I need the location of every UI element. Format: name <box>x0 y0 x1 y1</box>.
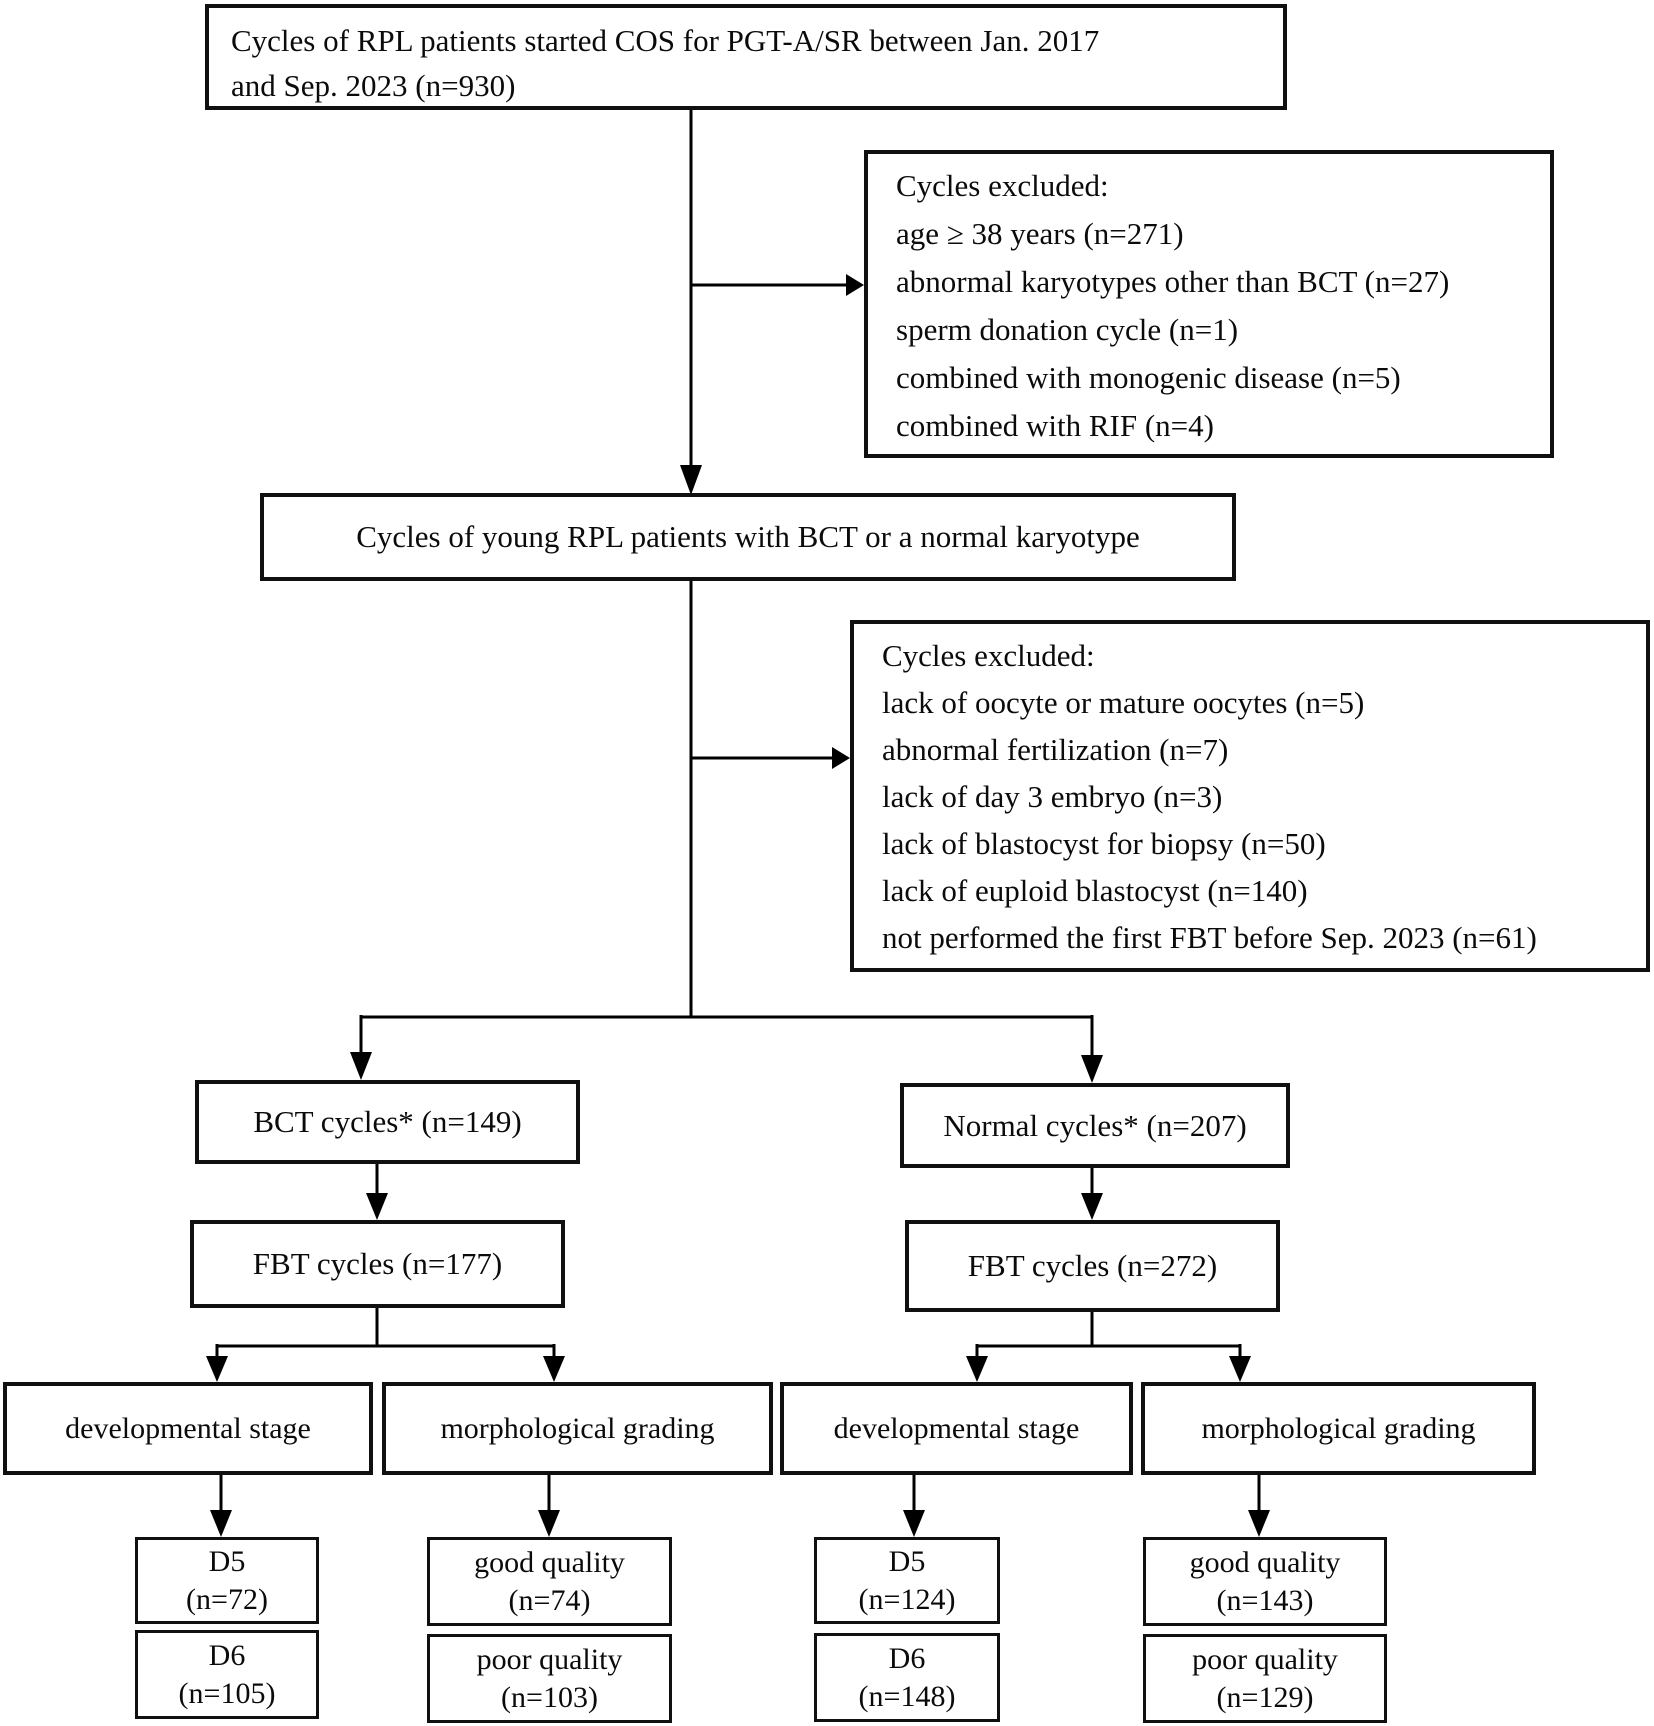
poor-quality-bct-box: poor quality (n=103) <box>427 1634 672 1723</box>
developmental-stage-bct-box: developmental stage <box>3 1382 373 1475</box>
excluded-item: lack of blastocyst for biopsy (n=50) <box>882 826 1326 861</box>
arrowhead-icon <box>206 1356 228 1382</box>
connector-lines <box>215 110 1261 1512</box>
d6-normal-box: D6 (n=148) <box>814 1633 1000 1722</box>
start-box-line1: Cycles of RPL patients started COS for P… <box>231 23 1100 58</box>
developmental-stage-normal-label: developmental stage <box>833 1411 1080 1445</box>
arrowhead-icon <box>366 1193 388 1220</box>
arrowhead-icon <box>1248 1510 1270 1537</box>
developmental-stage-normal-box: developmental stage <box>780 1382 1133 1475</box>
excluded-item: abnormal fertilization (n=7) <box>882 732 1229 767</box>
morphological-grading-bct-label: morphological grading <box>440 1411 715 1445</box>
start-box: Cycles of RPL patients started COS for P… <box>205 4 1287 110</box>
arrowhead-icon <box>832 747 850 769</box>
bct-cycles-label: BCT cycles* (n=149) <box>253 1104 522 1139</box>
d6-bct-box: D6 (n=105) <box>135 1630 319 1719</box>
good-quality-bct-box: good quality (n=74) <box>427 1537 672 1626</box>
arrowhead-icon <box>210 1510 232 1537</box>
arrowhead-icon <box>966 1356 988 1382</box>
morphological-grading-normal-box: morphological grading <box>1141 1382 1536 1475</box>
good-quality-normal-box: good quality (n=143) <box>1143 1537 1387 1626</box>
start-box-line2: and Sep. 2023 (n=930) <box>231 68 516 103</box>
developmental-stage-bct-label: developmental stage <box>65 1411 311 1445</box>
d5-bct-count: (n=72) <box>186 1582 268 1616</box>
excluded-item: lack of oocyte or mature oocytes (n=5) <box>882 685 1365 720</box>
excluded-title: Cycles excluded: <box>882 638 1095 673</box>
arrowhead-icon <box>538 1510 560 1537</box>
excluded-item: not performed the first FBT before Sep. … <box>882 920 1537 955</box>
morphological-grading-normal-label: morphological grading <box>1201 1411 1476 1445</box>
excluded-item: lack of day 3 embryo (n=3) <box>882 779 1223 814</box>
d6-bct-label: D6 <box>208 1638 246 1672</box>
poor-quality-bct-label: poor quality <box>476 1642 623 1676</box>
poor-quality-normal-box: poor quality (n=129) <box>1143 1634 1387 1723</box>
poor-quality-normal-count: (n=129) <box>1216 1680 1314 1714</box>
good-quality-normal-label: good quality <box>1189 1545 1341 1579</box>
excluded-item: age ≥ 38 years (n=271) <box>896 216 1184 251</box>
d5-bct-box: D5 (n=72) <box>135 1537 319 1624</box>
excluded-box-1: Cycles excluded: age ≥ 38 years (n=271) … <box>864 150 1554 458</box>
morphological-grading-bct-box: morphological grading <box>382 1382 773 1475</box>
d6-normal-count: (n=148) <box>858 1679 956 1713</box>
young-rpl-box: Cycles of young RPL patients with BCT or… <box>260 493 1236 581</box>
young-rpl-label: Cycles of young RPL patients with BCT or… <box>356 519 1140 554</box>
d5-normal-box: D5 (n=124) <box>814 1537 1000 1624</box>
arrowhead-icon <box>903 1510 925 1537</box>
good-quality-normal-count: (n=143) <box>1216 1583 1314 1617</box>
excluded-box-2: Cycles excluded: lack of oocyte or matur… <box>850 620 1650 972</box>
poor-quality-bct-count: (n=103) <box>501 1680 598 1714</box>
excluded-title: Cycles excluded: <box>896 168 1109 203</box>
arrowhead-icon <box>1229 1356 1251 1382</box>
excluded-item: combined with RIF (n=4) <box>896 408 1214 443</box>
fbt-cycles-bct-box: FBT cycles (n=177) <box>190 1220 565 1308</box>
d5-bct-label: D5 <box>208 1544 246 1578</box>
excluded-item: lack of euploid blastocyst (n=140) <box>882 873 1308 908</box>
fbt-cycles-bct-label: FBT cycles (n=177) <box>252 1246 503 1281</box>
d6-bct-count: (n=105) <box>178 1676 276 1710</box>
arrowhead-icon <box>1081 1055 1103 1083</box>
fbt-cycles-normal-label: FBT cycles (n=272) <box>967 1248 1218 1283</box>
excluded-item: sperm donation cycle (n=1) <box>896 312 1239 347</box>
arrowhead-icon <box>1081 1193 1103 1220</box>
excluded-item: abnormal karyotypes other than BCT (n=27… <box>896 264 1450 299</box>
arrowhead-icon <box>846 274 864 296</box>
arrowhead-icon <box>350 1052 372 1080</box>
excluded-item: combined with monogenic disease (n=5) <box>896 360 1401 395</box>
bct-cycles-box: BCT cycles* (n=149) <box>195 1080 580 1164</box>
arrowhead-icon <box>680 465 702 495</box>
d6-normal-label: D6 <box>888 1641 926 1675</box>
good-quality-bct-count: (n=74) <box>508 1583 591 1617</box>
d5-normal-label: D5 <box>888 1544 926 1578</box>
poor-quality-normal-label: poor quality <box>1192 1642 1338 1676</box>
fbt-cycles-normal-box: FBT cycles (n=272) <box>905 1220 1280 1312</box>
normal-cycles-label: Normal cycles* (n=207) <box>943 1107 1247 1143</box>
arrowhead-icon <box>543 1356 565 1382</box>
good-quality-bct-label: good quality <box>474 1545 625 1579</box>
d5-normal-count: (n=124) <box>858 1582 956 1616</box>
connector-arrowheads <box>206 274 1270 1537</box>
normal-cycles-box: Normal cycles* (n=207) <box>900 1083 1290 1168</box>
